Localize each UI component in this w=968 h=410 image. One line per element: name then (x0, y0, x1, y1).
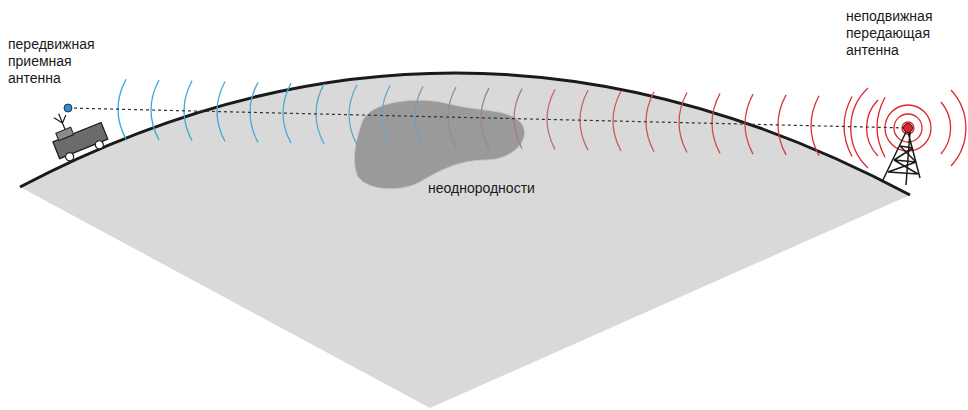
earth-sector (20, 73, 910, 408)
wheel (64, 152, 74, 162)
receive-antenna (64, 104, 72, 112)
transmitter-tower (882, 132, 920, 185)
tower-legs (882, 132, 920, 185)
ring (867, 100, 878, 156)
vehicle-body (53, 122, 108, 158)
transmit-antenna (904, 124, 913, 133)
ring (941, 102, 951, 154)
earth-surface (20, 73, 910, 195)
wheel (94, 140, 104, 150)
ring (902, 122, 914, 134)
tower-bracing (888, 146, 918, 174)
receiver-vehicle (44, 100, 110, 164)
inhomogeneity-label: неоднородности (428, 180, 535, 197)
ring (851, 88, 868, 168)
receiver-label: передвижная приемная антенна (8, 36, 95, 87)
transmitter-label: неподвижная передающая антенна (846, 8, 932, 59)
ring (951, 90, 966, 166)
mast (53, 111, 70, 131)
line-of-sight (68, 108, 908, 128)
inhomogeneity-blob (354, 100, 524, 189)
